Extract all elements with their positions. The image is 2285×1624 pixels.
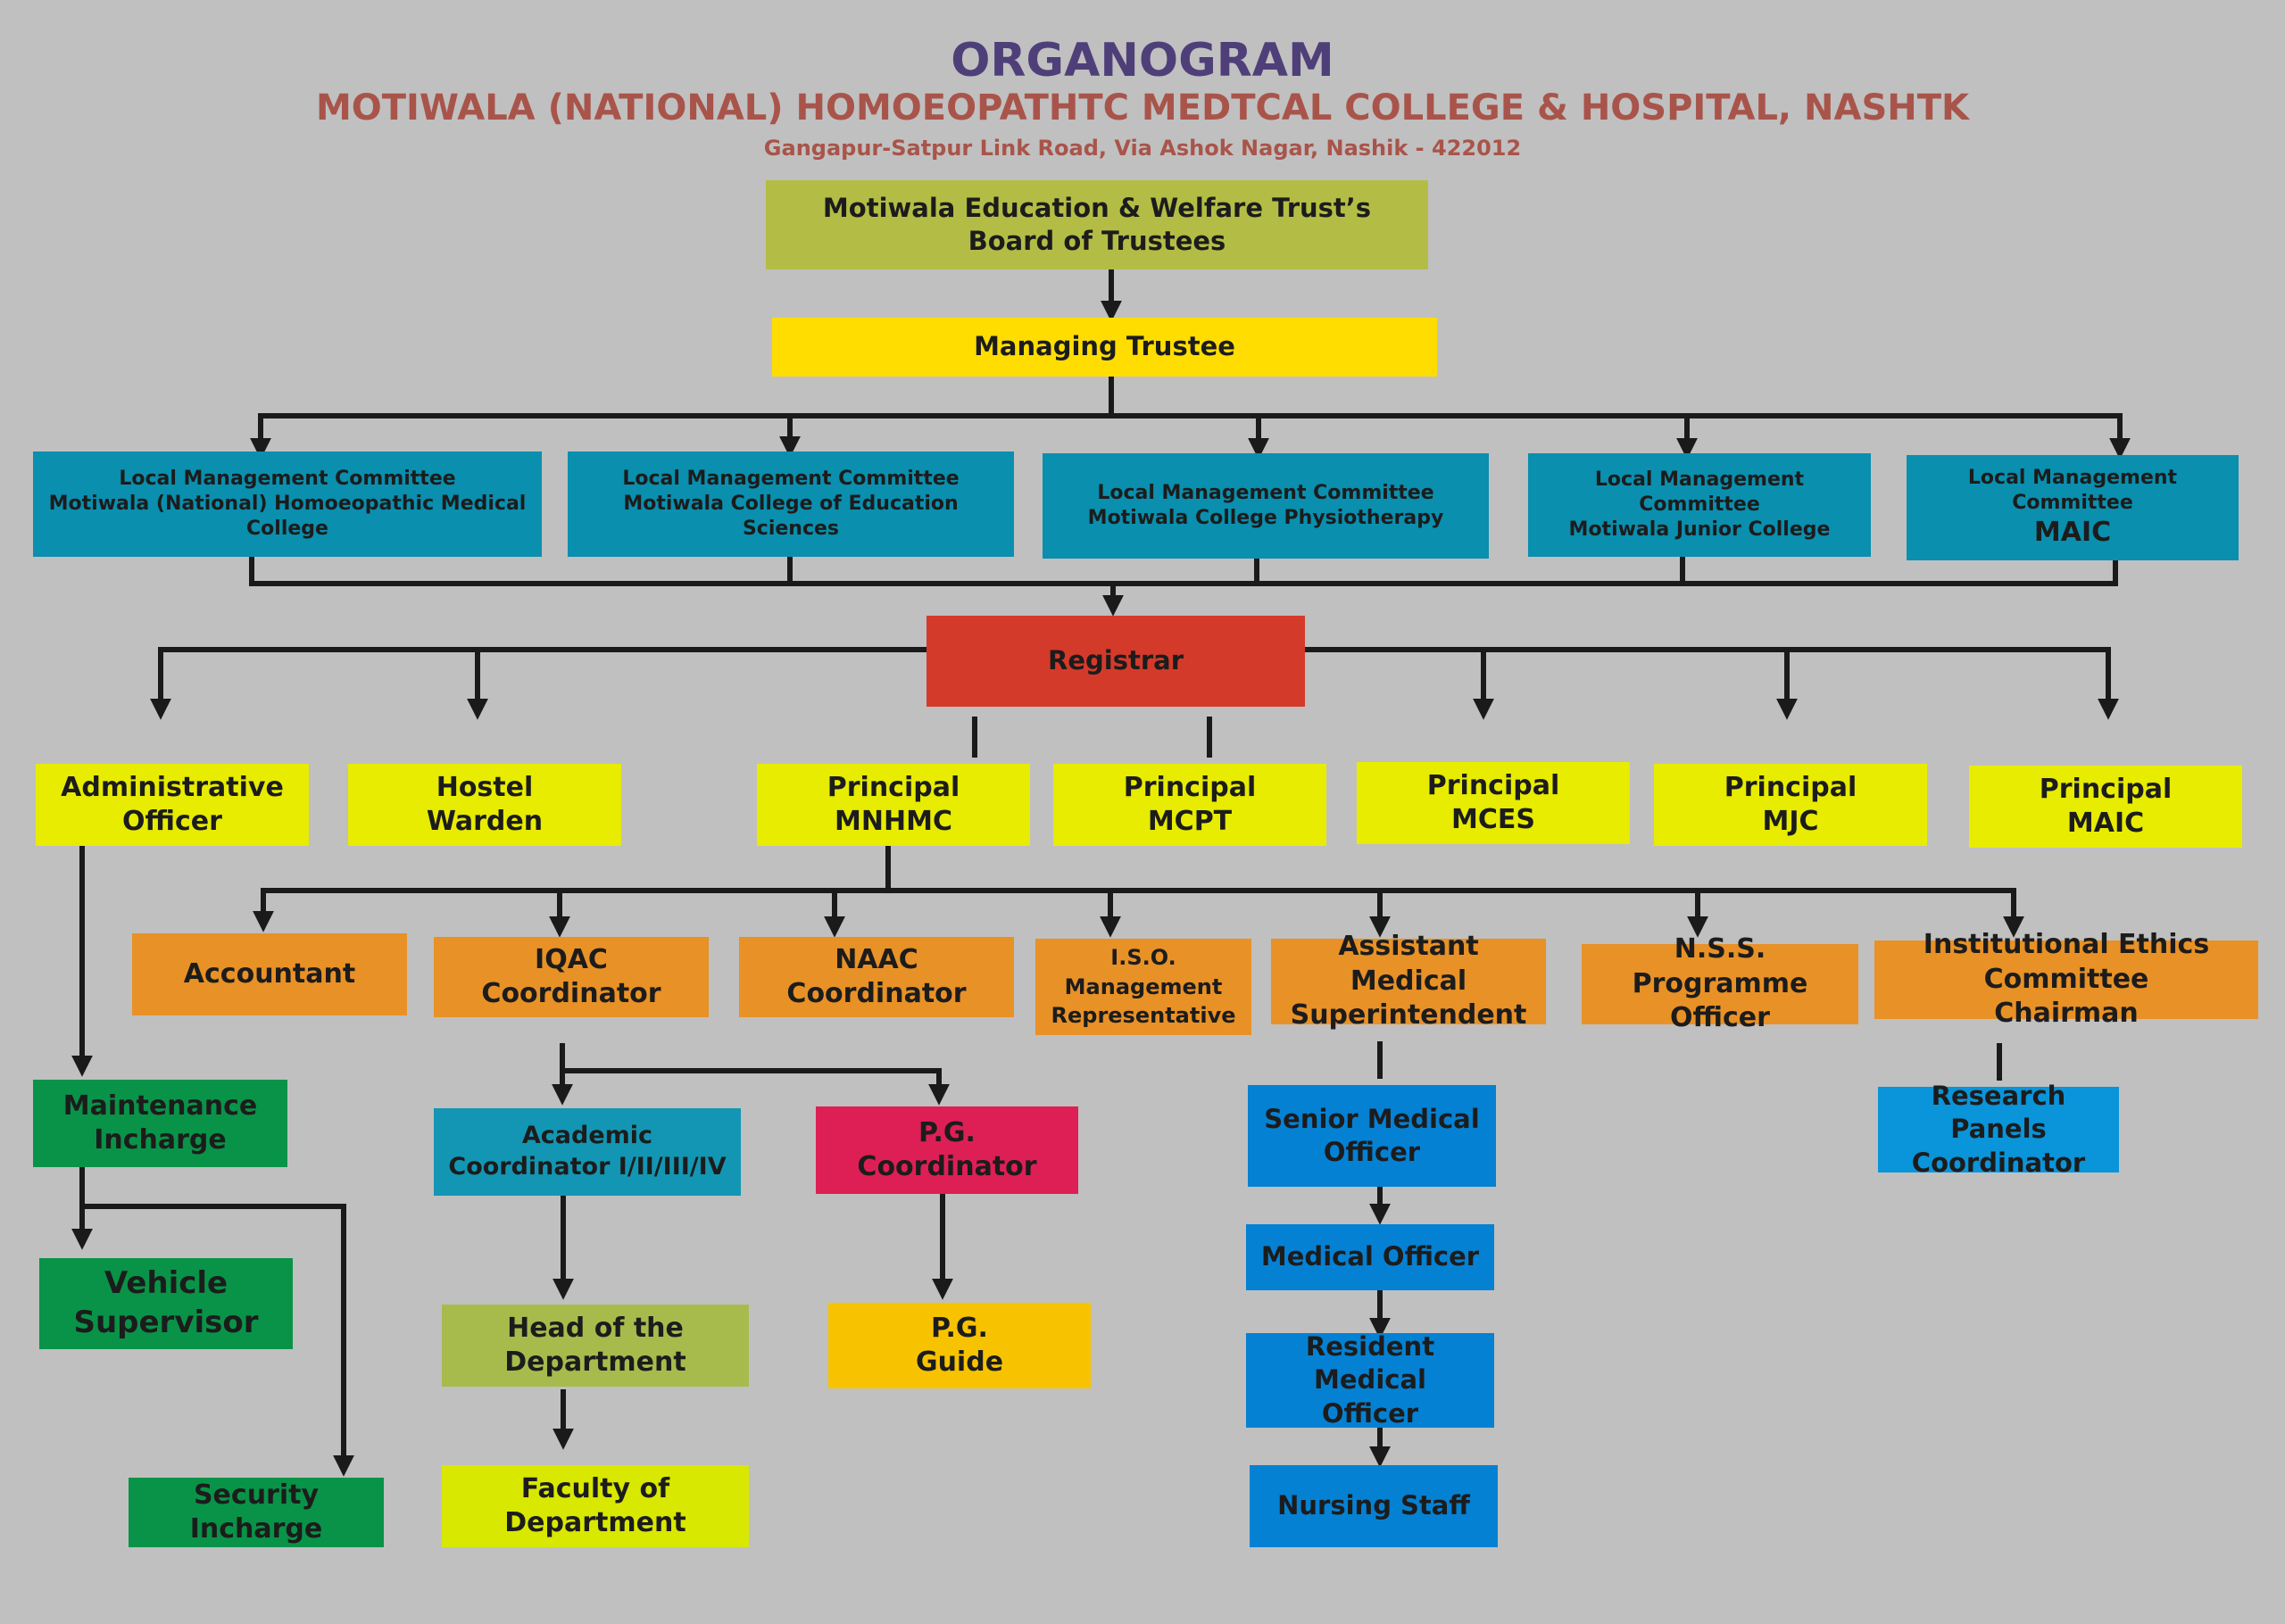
accountant-box: Accountant [132, 933, 407, 1015]
research-panels-coordinator-label: Research Panels Coordinator [1911, 1081, 2086, 1178]
medical-officer-label: Medical Officer [1260, 1241, 1480, 1272]
medical-officer-box: Medical Officer [1246, 1224, 1494, 1290]
resident-medical-officer-box: Resident Medical Officer [1246, 1331, 1494, 1429]
security-incharge-box: Security Incharge [129, 1478, 384, 1547]
security-incharge-label: Security Incharge [189, 1479, 323, 1545]
page-title: ORGANOGRAM [951, 34, 1334, 87]
research-panels-coordinator-box: Research Panels Coordinator [1878, 1081, 2119, 1178]
institution-address: Gangapur-Satpur Link Road, Via Ashok Nag… [763, 136, 1522, 161]
principal-mcpt-label: Principal MCPT [1123, 771, 1257, 837]
registrar-box: Registrar [926, 616, 1305, 707]
administrative-officer-label: Administrative Officer [61, 771, 284, 837]
vehicle-supervisor-label: Vehicle Supervisor [73, 1265, 259, 1340]
senior-medical-officer-box: Senior Medical Officer [1248, 1085, 1496, 1187]
nss-programme-officer-box: N.S.S. Programme Officer [1582, 933, 1858, 1033]
academic-coordinator-box: Academic Coordinator I/II/III/IV [434, 1108, 741, 1196]
managing-trustee-box: Managing Trustee [772, 318, 1437, 377]
hostel-warden-box: Hostel Warden [348, 764, 621, 846]
senior-medical-officer-label: Senior Medical Officer [1264, 1103, 1480, 1167]
naac-coordinator-label: NAAC Coordinator [786, 943, 967, 1009]
iqac-coordinator-label: IQAC Coordinator [481, 943, 661, 1009]
lmc-maic-label: Local Management Committee [1967, 466, 2178, 514]
maintenance-incharge-label: Maintenance Incharge [62, 1090, 258, 1156]
lmc-mjc-box: Local Management Committee Motiwala Juni… [1528, 453, 1871, 557]
iso-representative-box: I.S.O. Management Representative [1035, 939, 1251, 1035]
board-of-trustees-label: Motiwala Education & Welfare Trust’s Boa… [822, 192, 1372, 256]
naac-coordinator-box: NAAC Coordinator [739, 937, 1014, 1017]
lmc-mces-box: Local Management Committee Motiwala Coll… [568, 452, 1014, 557]
ethics-committee-chairman-label: Institutional Ethics Committee Chairman [1923, 929, 2210, 1030]
principal-mces-box: Principal MCES [1357, 762, 1630, 844]
lmc-maic-box: Local Management Committee MAIC [1907, 455, 2239, 560]
registrar-label: Registrar [1048, 645, 1184, 676]
pg-guide-label: P.G. Guide [915, 1312, 1004, 1378]
nursing-staff-label: Nursing Staff [1277, 1490, 1470, 1521]
academic-coordinator-label: Academic Coordinator I/II/III/IV [448, 1122, 727, 1181]
lmc-mces-label: Local Management Committee Motiwala Coll… [622, 467, 960, 541]
assistant-medical-superintendent-box: Assistant Medical Superintendent [1271, 931, 1546, 1031]
principal-mcpt-box: Principal MCPT [1053, 764, 1326, 846]
ethics-committee-chairman-box: Institutional Ethics Committee Chairman [1874, 929, 2258, 1029]
principal-mces-label: Principal MCES [1426, 769, 1560, 835]
pg-coordinator-label: P.G. Coordinator [857, 1116, 1037, 1182]
accountant-label: Accountant [183, 957, 356, 990]
lmc-mcpt-label: Local Management Committee Motiwala Coll… [1087, 481, 1444, 529]
lmc-mnhmc-box: Local Management Committee Motiwala (Nat… [33, 452, 542, 557]
faculty-of-department-box: Faculty of Department [442, 1465, 749, 1547]
principal-mnhmc-label: Principal MNHMC [827, 771, 960, 837]
lmc-maic-name: MAIC [2033, 516, 2112, 548]
pg-coordinator-box: P.G. Coordinator [816, 1106, 1078, 1194]
principal-mjc-box: Principal MJC [1654, 764, 1927, 846]
iso-representative-label: I.S.O. Management Representative [1051, 945, 1236, 1029]
iqac-coordinator-box: IQAC Coordinator [434, 937, 709, 1017]
lmc-mcpt-box: Local Management Committee Motiwala Coll… [1043, 453, 1489, 559]
vehicle-supervisor-box: Vehicle Supervisor [39, 1258, 293, 1349]
lmc-mjc-label: Local Management Committee Motiwala Juni… [1568, 468, 1831, 542]
principal-maic-label: Principal MAIC [2039, 773, 2173, 839]
board-of-trustees-box: Motiwala Education & Welfare Trust’s Boa… [766, 180, 1428, 269]
managing-trustee-label: Managing Trustee [974, 331, 1235, 362]
administrative-officer-box: Administrative Officer [36, 764, 309, 846]
principal-maic-box: Principal MAIC [1969, 766, 2242, 848]
principal-mnhmc-box: Principal MNHMC [757, 764, 1030, 846]
head-of-department-label: Head of the Department [504, 1312, 686, 1378]
nursing-staff-box: Nursing Staff [1250, 1465, 1498, 1547]
lmc-mnhmc-label: Local Management Committee Motiwala (Nat… [48, 467, 527, 541]
faculty-of-department-label: Faculty of Department [504, 1472, 686, 1538]
maintenance-incharge-box: Maintenance Incharge [33, 1080, 287, 1167]
institution-name: MOTIWALA (NATIONAL) HOMOEOPATHTC MEDTCAL… [315, 87, 1970, 128]
principal-mjc-label: Principal MJC [1724, 771, 1857, 837]
resident-medical-officer-label: Resident Medical Officer [1305, 1331, 1435, 1429]
assistant-medical-superintendent-label: Assistant Medical Superintendent [1290, 931, 1527, 1032]
pg-guide-box: P.G. Guide [828, 1303, 1091, 1388]
hostel-warden-label: Hostel Warden [426, 771, 544, 837]
head-of-department-box: Head of the Department [442, 1305, 749, 1387]
nss-programme-officer-label: N.S.S. Programme Officer [1632, 933, 1808, 1034]
